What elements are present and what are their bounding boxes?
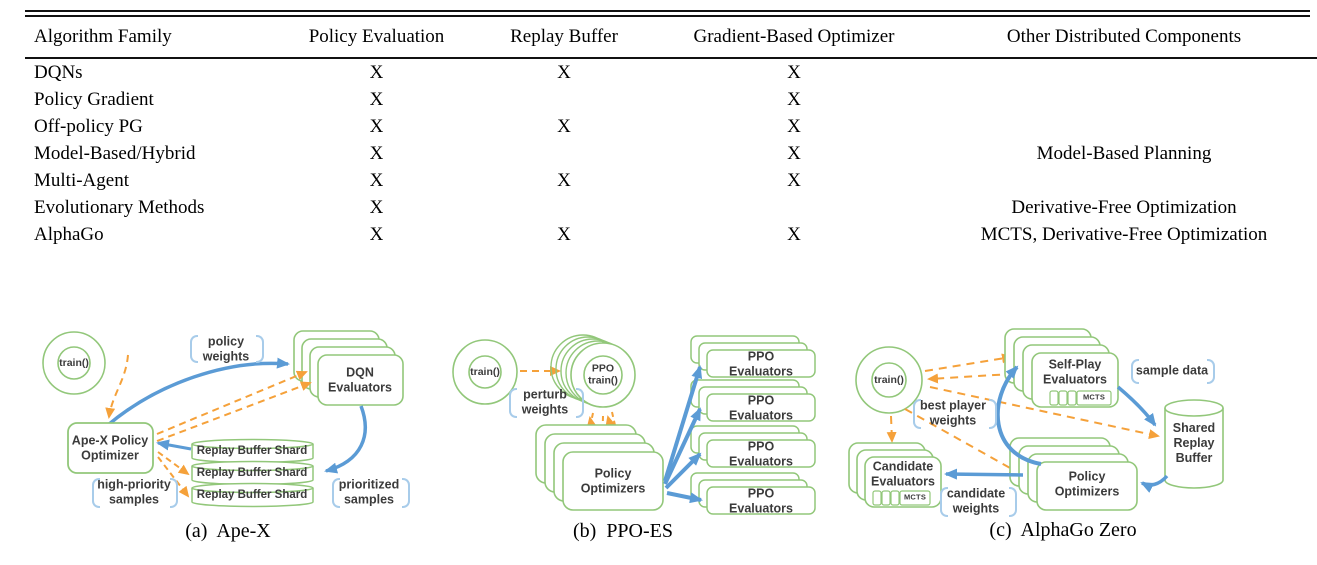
bracket-right [402,478,410,508]
table-cell [929,113,1317,140]
table-cell: X [369,88,384,110]
arrows-optimizer-to-shards [157,451,190,498]
table-cell [929,86,1317,113]
replay-buffer-shards [191,438,314,508]
table-cell: X [787,169,801,191]
table-cell: X [557,169,571,191]
table-cell: Model-Based Planning [1036,142,1212,164]
table-top-rule [25,10,1310,17]
column-header-family: Algorithm Family [25,17,284,59]
table-cell: Multi-Agent [34,169,129,191]
arrow-shard-to-optimizer [156,439,192,451]
table-row: DQNs X X X [25,58,1317,86]
column-header-gradient-optimizer: Gradient-Based Optimizer [659,17,929,59]
table-cell [929,167,1317,194]
table-cell: X [369,61,384,83]
ppo-es-diagram-graphics [452,334,816,515]
train-circle [452,339,518,405]
table-cell: X [557,61,571,83]
figure-caption-ppo-es: (b) PPO-ES [572,520,674,542]
table-cell: X [787,61,801,83]
bracket-right [1207,359,1215,384]
table-cell: X [557,223,571,245]
table-cell: X [787,142,801,164]
figure-caption-apex: (a) Ape-X [185,520,271,542]
table-cell: Derivative-Free Optimization [1011,196,1237,218]
ppo-evaluators-stacks [690,335,816,515]
column-header-policy-evaluation: Policy Evaluation [284,17,469,59]
table-row: Model-Based/Hybrid X X Model-Based Plann… [25,140,1317,167]
bracket-left [1131,359,1139,384]
bracket-left [92,478,100,508]
figure-caption-alphago-zero: (c) AlphaGo Zero [989,519,1137,541]
table-cell [659,194,929,221]
arrows-optimizer-to-evaluators [156,370,312,442]
table-cell: Off-policy PG [34,115,143,137]
ape-x-optimizer-box [67,422,154,474]
arrows-optimizers-to-evaluators [663,365,703,504]
table-cell: DQNs [34,61,83,83]
table-cell: X [557,115,571,137]
arrow-train-to-optimizer [105,354,129,419]
column-header-replay-buffer: Replay Buffer [469,17,659,59]
table-header: Algorithm Family Policy Evaluation Repla… [25,17,1317,59]
mcts-modules-candidate [872,490,931,506]
table-cell [469,140,659,167]
table-row: AlphaGo X X X MCTS, Derivative-Free Opti… [25,221,1317,248]
policy-optimizers-stack [1009,437,1138,511]
bracket-left [509,388,517,418]
blue-arrows [944,365,1169,493]
bracket-right [256,335,264,363]
table-cell: X [787,115,801,137]
shared-replay-buffer-cylinder [1164,399,1224,489]
table-cell: X [369,115,384,137]
table-cell [469,194,659,221]
bracket-left [940,487,948,517]
algorithm-components-table: Algorithm Family Policy Evaluation Repla… [25,10,1317,248]
header-row: Algorithm Family Policy Evaluation Repla… [25,17,1317,59]
ppo-train-circle-stack [550,334,636,408]
arrow-evaluators-to-shard [324,405,367,474]
bracket-left [190,335,198,363]
table-row: Multi-Agent X X X [25,167,1317,194]
table-cell: MCTS, Derivative-Free Optimization [980,223,1268,245]
dqn-evaluators-stack [293,330,404,406]
table-cell: X [369,142,384,164]
results-table: Algorithm Family Policy Evaluation Repla… [25,17,1317,248]
figure-ppo-es: train() PPO train() perturb weights Poli… [445,315,845,565]
train-circle [42,331,106,395]
mcts-modules-self-play [1049,390,1112,406]
bracket-right [1009,487,1017,517]
table-row: Off-policy PG X X X [25,113,1317,140]
table-cell: Policy Gradient [34,88,154,110]
table-cell: X [787,88,801,110]
table-cell: AlphaGo [34,223,104,245]
table-cell: X [369,196,384,218]
table-cell: Model-Based/Hybrid [34,142,196,164]
column-header-other-components: Other Distributed Components [929,17,1317,59]
table-cell [929,58,1317,86]
bracket-right [989,399,997,429]
bracket-right [170,478,178,508]
bracket-right [576,388,584,418]
apex-diagram-graphics [42,330,404,508]
alphago-zero-diagram-graphics [848,328,1224,511]
table-cell: X [369,169,384,191]
table-row: Policy Gradient X X [25,86,1317,113]
table-cell: X [369,223,384,245]
table-body: DQNs X X X Policy Gradient X X Off-polic… [25,58,1317,248]
bracket-left [332,478,340,508]
table-cell [469,86,659,113]
table-row: Evolutionary Methods X Derivative-Free O… [25,194,1317,221]
table-cell: Evolutionary Methods [34,196,205,218]
figure-apex: train() policy weights DQN Evaluators Ap… [10,315,440,565]
bracket-left [913,399,921,429]
arrow-policy-weights [106,357,290,427]
table-cell: X [787,223,801,245]
figure-alphago-zero: train() Self-Play Evaluators MCTS sample… [845,315,1317,565]
policy-optimizers-stack [535,424,664,511]
train-circle [855,346,923,414]
